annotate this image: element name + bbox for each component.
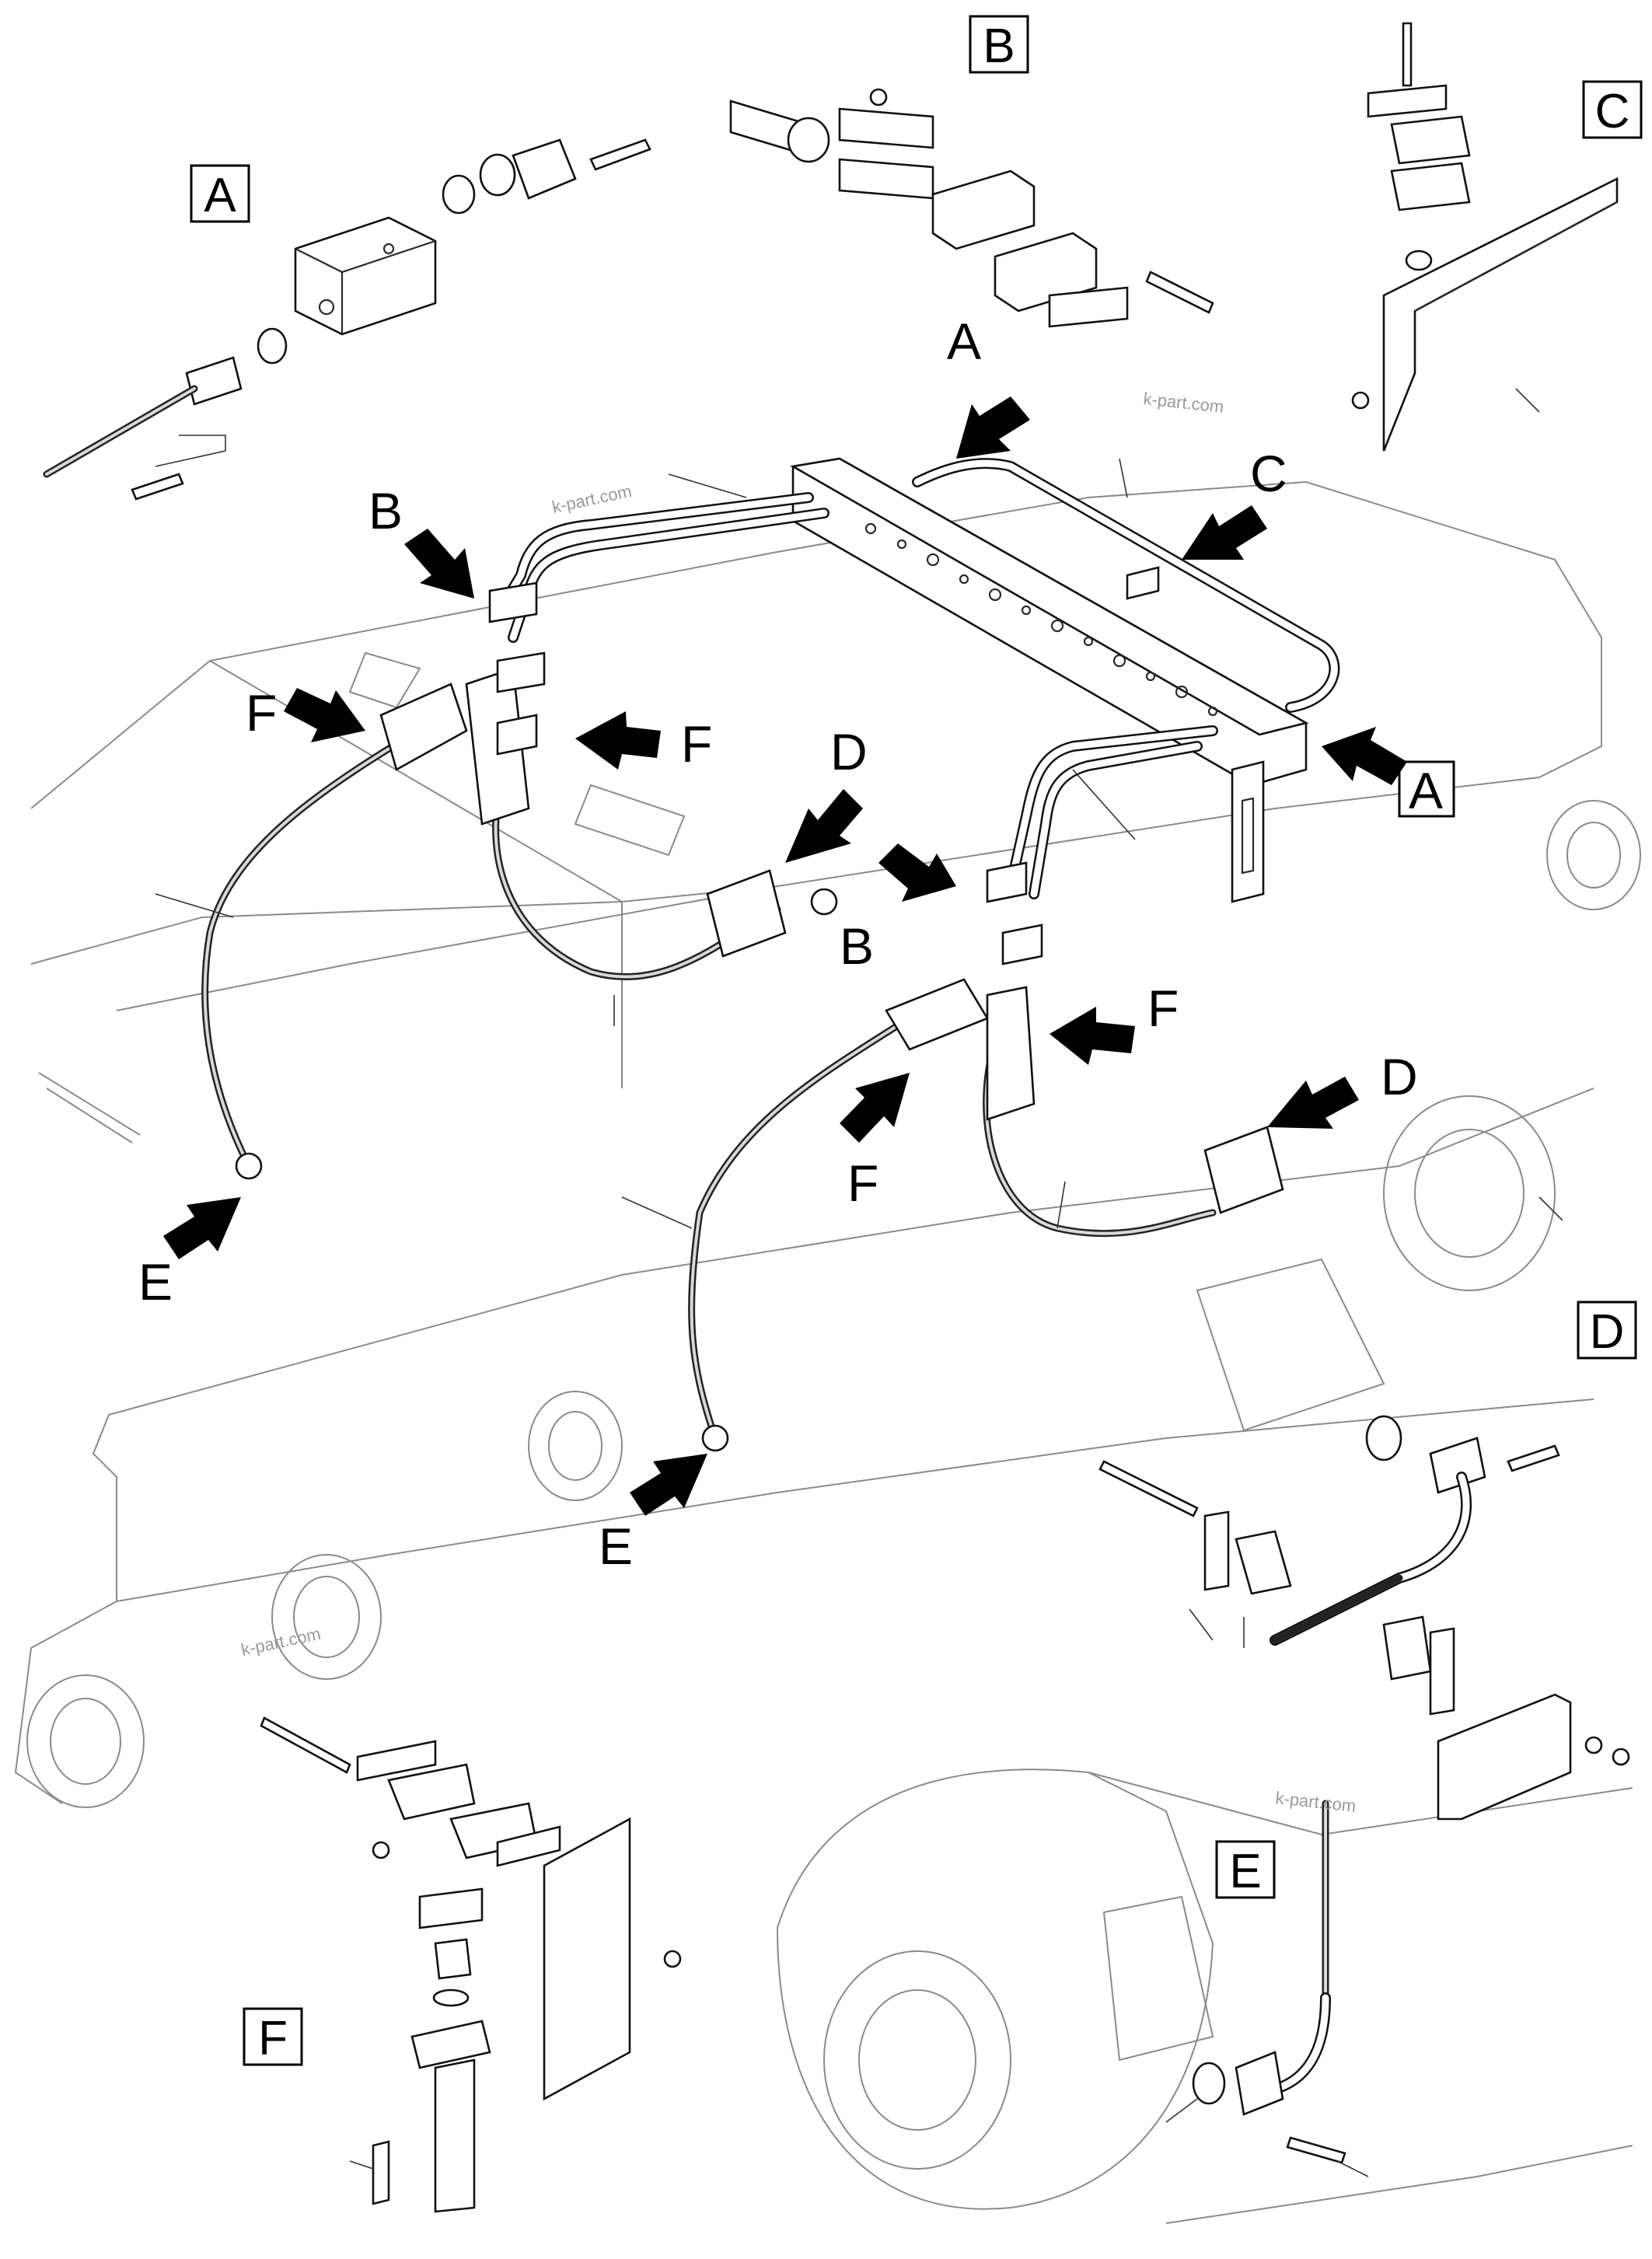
arrow-a-top [956,396,1030,459]
arrow-f-low [840,1073,910,1143]
callout-letters: A A B B C D D E E F F F F [138,312,1443,1575]
arrow-e-left [163,1197,241,1259]
detail-label-b: B [969,15,1029,74]
arrow-b-mid [878,843,956,902]
arrow-label-f-left: F [246,684,277,742]
detail-f-exploded [260,1716,682,2213]
arrow-label-d-center: D [830,723,868,780]
arrow-e-mid [630,1454,707,1516]
watermark-text: k-part.com [1142,389,1224,417]
arrow-c [1182,505,1267,560]
assembly-clamps [235,566,1284,1452]
arrow-b-left [404,529,474,599]
detail-c-exploded [1351,22,1619,452]
detail-label-a: A [190,164,250,223]
arrow-label-b-mid: B [840,917,874,975]
arrow-label-d-right: D [1381,1048,1418,1105]
arrow-label-a-right: A [1409,762,1443,819]
watermark-text: k-part.com [239,1624,323,1660]
arrow-d-right [1267,1077,1359,1129]
arrow-f-left [284,688,365,742]
svg-text:E: E [1229,1845,1261,1898]
arrow-label-f-low: F [847,1154,878,1212]
arrow-label-c: C [1250,445,1287,502]
arrow-label-f-inner: F [681,715,712,773]
svg-text:A: A [204,169,236,222]
watermarks: k-part.com k-part.com k-part.com k-part.… [239,389,1357,1816]
arrow-label-e-left: E [138,1253,173,1311]
detail-label-d: D [1577,1301,1637,1360]
manifold-bar [790,457,1309,903]
svg-text:F: F [258,2012,288,2065]
rigid-tubes [492,458,1340,899]
arrow-d-center [785,789,863,863]
arrow-label-b-left: B [368,482,403,539]
arrow-label-a-right-box [1398,760,1455,818]
arrow-a-right [1322,727,1407,785]
leader-lines [155,388,1563,2177]
detail-e-exploded [1192,1800,1346,2164]
svg-text:D: D [1590,1305,1625,1359]
arrow-f-right [1050,1007,1135,1065]
detail-label-f: F [243,2007,303,2066]
boom-outline [14,480,1641,2224]
arrow-f-inner [575,711,661,770]
detail-d-exploded [1098,1415,1630,1821]
detail-label-e: E [1215,1840,1276,1899]
arrow-label-a-top: A [947,312,981,370]
arrow-label-e-mid: E [599,1517,633,1575]
detail-label-c: C [1582,80,1643,139]
arrow-label-f-right: F [1147,979,1179,1037]
svg-text:C: C [1595,85,1630,138]
detail-a-exploded [43,138,651,501]
detail-b-exploded [729,88,1214,328]
callout-arrows [163,396,1407,1516]
watermark-text: k-part.com [1274,1788,1357,1816]
flexible-hoses [201,711,1217,1442]
watermark-text: k-part.com [550,481,634,517]
svg-text:B: B [983,19,1015,73]
